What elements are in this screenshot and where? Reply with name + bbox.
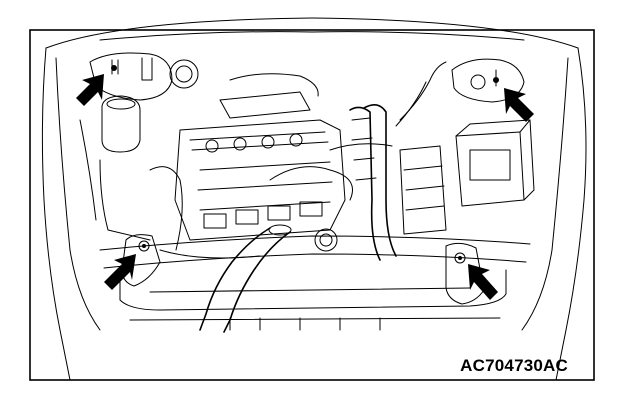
engine-block xyxy=(174,73,346,241)
callout-arrows xyxy=(76,74,534,300)
radiator-support xyxy=(99,235,531,331)
arrow-icon xyxy=(104,254,136,290)
arrow-icon xyxy=(76,74,104,106)
figure-frame xyxy=(29,29,595,381)
wiring-harness xyxy=(149,61,447,259)
battery xyxy=(455,119,535,207)
left-strut-tower xyxy=(89,52,199,101)
radiator-cap xyxy=(314,228,338,252)
figure-reference-code: AC704730AC xyxy=(460,356,568,375)
intake-hose xyxy=(349,104,397,261)
radiator-hose xyxy=(199,224,292,333)
washer-reservoir xyxy=(79,95,151,241)
body-contour xyxy=(41,17,587,381)
mount-bolts xyxy=(111,65,499,305)
relay-box xyxy=(399,145,447,235)
arrow-icon xyxy=(504,88,534,122)
arrow-icon xyxy=(468,264,498,300)
